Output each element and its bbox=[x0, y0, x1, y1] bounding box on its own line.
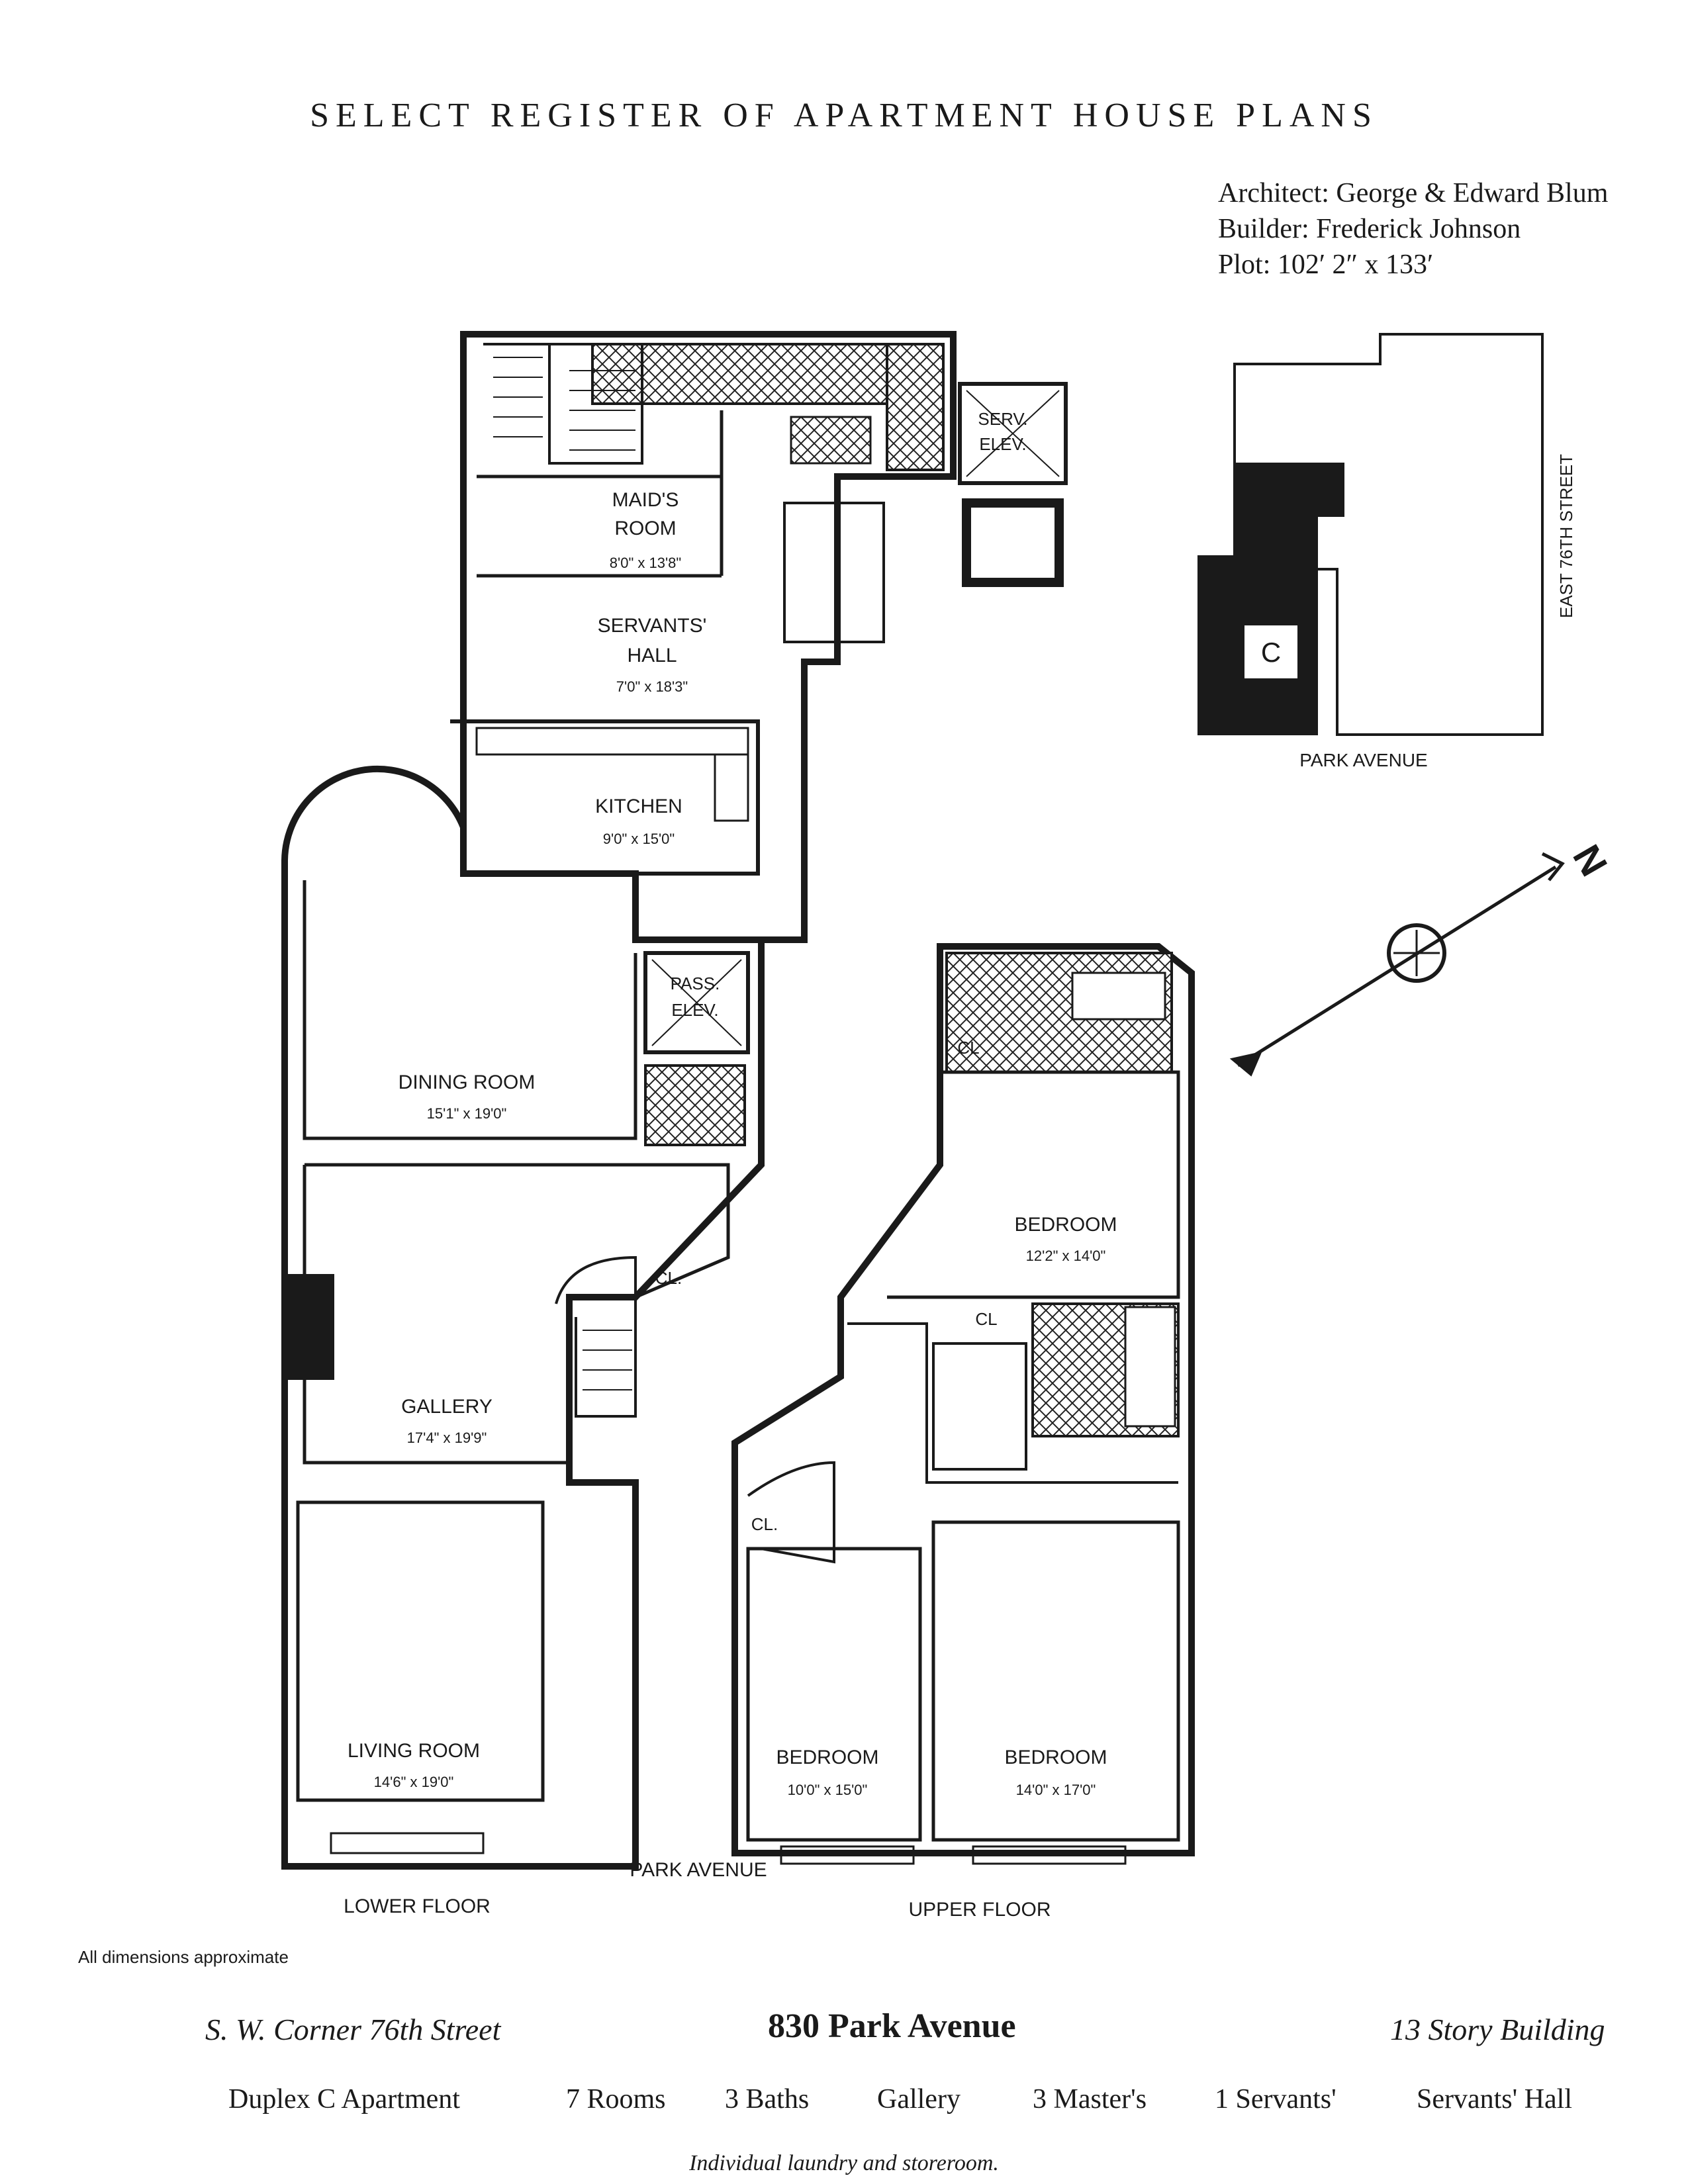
footer-apartment-type: Duplex C Apartment bbox=[228, 2084, 460, 2115]
architect-line: Architect: George & Edward Blum bbox=[1218, 178, 1609, 208]
living-room-dims: 14'6" x 19'0" bbox=[374, 1774, 454, 1790]
kitchen-range bbox=[714, 753, 749, 822]
passenger-elevator-cross bbox=[651, 959, 742, 1046]
lower-tile-room bbox=[644, 1064, 746, 1146]
compass-rose-cross bbox=[1393, 930, 1440, 976]
lower-floor-wall bbox=[281, 765, 765, 1870]
kitchen-dims: 9'0" x 15'0" bbox=[603, 831, 675, 847]
gallery-closet-label: CL. bbox=[655, 1268, 682, 1288]
service-elevator-label-2: ELEV. bbox=[979, 434, 1026, 454]
service-bath-tile bbox=[591, 343, 945, 405]
footer-baths: 3 Baths bbox=[725, 2084, 810, 2115]
page-title: SELECT REGISTER OF APARTMENT HOUSE PLANS bbox=[310, 97, 1378, 134]
dining-room-dims: 15'1" x 19'0" bbox=[427, 1105, 507, 1122]
upper-floor-wall bbox=[731, 943, 1195, 1856]
bedroom-3-label: BEDROOM bbox=[1004, 1747, 1107, 1768]
living-room-label: LIVING ROOM bbox=[348, 1740, 480, 1762]
upper-window-2 bbox=[972, 1845, 1127, 1865]
upper-closet-label-1: CL bbox=[957, 1038, 979, 1058]
service-tub bbox=[783, 502, 885, 643]
gallery-stair bbox=[555, 1255, 637, 1418]
lower-floor-label: LOWER FLOOR bbox=[344, 1895, 491, 1917]
footer-location: S. W. Corner 76th Street bbox=[205, 2013, 501, 2046]
footer-servants: 1 Servants' bbox=[1215, 2084, 1336, 2115]
park-avenue-label: PARK AVENUE bbox=[630, 1859, 767, 1881]
gallery-wall bbox=[303, 1163, 730, 1465]
service-stair-treads bbox=[493, 357, 635, 451]
dining-room-label: DINING ROOM bbox=[399, 1071, 536, 1093]
service-stair bbox=[483, 343, 643, 465]
upper-closet bbox=[932, 1342, 1027, 1471]
site-plan-street-bottom: PARK AVENUE bbox=[1299, 750, 1427, 770]
passenger-elevator-label-2: ELEV. bbox=[671, 1000, 718, 1020]
servants-hall-label-2: HALL bbox=[627, 645, 677, 666]
service-shaft bbox=[962, 498, 1064, 587]
site-plan-street-side: EAST 76TH STREET bbox=[1556, 454, 1576, 618]
maids-room-label: MAID'S bbox=[612, 489, 679, 511]
service-elevator-label: SERV. bbox=[978, 409, 1027, 429]
gallery-dims: 17'4" x 19'9" bbox=[407, 1430, 487, 1446]
site-plan-unit-marker-box bbox=[1244, 625, 1297, 678]
maids-room-wall bbox=[477, 410, 724, 578]
service-elevator-cross bbox=[966, 390, 1060, 477]
gallery-label: GALLERY bbox=[401, 1396, 492, 1418]
service-elevator-shaft bbox=[958, 382, 1068, 485]
footer-address: 830 Park Avenue bbox=[768, 2007, 1016, 2045]
compass-tail bbox=[1229, 1051, 1262, 1077]
kitchen-wall bbox=[450, 719, 760, 876]
service-toilet bbox=[790, 416, 872, 465]
site-plan-unit-marker: C bbox=[1261, 637, 1281, 668]
footer-stories: 13 Story Building bbox=[1390, 2013, 1605, 2046]
bedroom-1-wall bbox=[887, 1070, 1180, 1299]
kitchen-label: KITCHEN bbox=[595, 796, 682, 817]
upper-floor-label: UPPER FLOOR bbox=[908, 1899, 1051, 1921]
maids-room-label-2: ROOM bbox=[614, 518, 676, 539]
bedroom-2-label: BEDROOM bbox=[776, 1747, 878, 1768]
bedroom-1-dims: 12'2" x 14'0" bbox=[1026, 1248, 1106, 1264]
building-credits: Architect: George & Edward Blum Builder:… bbox=[1218, 175, 1608, 283]
kitchen-counter bbox=[475, 727, 749, 756]
passenger-elevator bbox=[643, 951, 750, 1054]
upper-closet-label-2: CL bbox=[975, 1309, 997, 1329]
bedroom-2-wall bbox=[746, 1547, 922, 1842]
upper-hall-wall bbox=[847, 1322, 1178, 1484]
builder-line: Builder: Frederick Johnson bbox=[1218, 214, 1521, 244]
plot-line: Plot: 102′ 2″ x 133′ bbox=[1218, 250, 1434, 280]
service-bath-tile-2 bbox=[886, 343, 945, 471]
compass-arrow bbox=[1237, 865, 1557, 1068]
living-window bbox=[330, 1832, 485, 1854]
upper-stair bbox=[747, 1461, 835, 1564]
footer-extra: Individual laundry and storeroom. bbox=[689, 2151, 999, 2175]
upper-tub-1 bbox=[1071, 972, 1166, 1021]
compass-rose bbox=[1387, 923, 1446, 983]
living-room-wall bbox=[296, 1500, 545, 1802]
compass-arrowhead bbox=[1541, 852, 1565, 882]
footer-gallery: Gallery bbox=[877, 2084, 961, 2115]
site-plan-unit-c bbox=[1197, 463, 1344, 735]
compass-north-label: N bbox=[1564, 838, 1615, 884]
service-wing-wall bbox=[460, 331, 957, 943]
servants-hall-dims: 7'0" x 18'3" bbox=[616, 678, 688, 695]
footer-masters: 3 Master's bbox=[1033, 2084, 1147, 2115]
maids-room-dims: 8'0" x 13'8" bbox=[610, 555, 681, 571]
footer-servants-hall: Servants' Hall bbox=[1417, 2084, 1573, 2115]
passenger-elevator-label: PASS. bbox=[671, 974, 720, 993]
bedroom-3-wall bbox=[931, 1520, 1180, 1842]
dimensions-note: All dimensions approximate bbox=[78, 1947, 289, 1967]
fireplace bbox=[288, 1274, 334, 1380]
upper-tub-2 bbox=[1124, 1306, 1176, 1428]
bedroom-3-dims: 14'0" x 17'0" bbox=[1016, 1782, 1096, 1798]
footer-rooms: 7 Rooms bbox=[566, 2084, 666, 2115]
gallery-stair-treads bbox=[583, 1330, 632, 1390]
upper-window-1 bbox=[780, 1845, 915, 1865]
servants-hall-label: SERVANTS' bbox=[598, 615, 707, 637]
upper-closet-label-3: CL. bbox=[751, 1514, 778, 1534]
dining-room-wall bbox=[303, 880, 637, 1140]
bedroom-2-dims: 10'0" x 15'0" bbox=[788, 1782, 868, 1798]
bedroom-1-label: BEDROOM bbox=[1014, 1214, 1117, 1236]
